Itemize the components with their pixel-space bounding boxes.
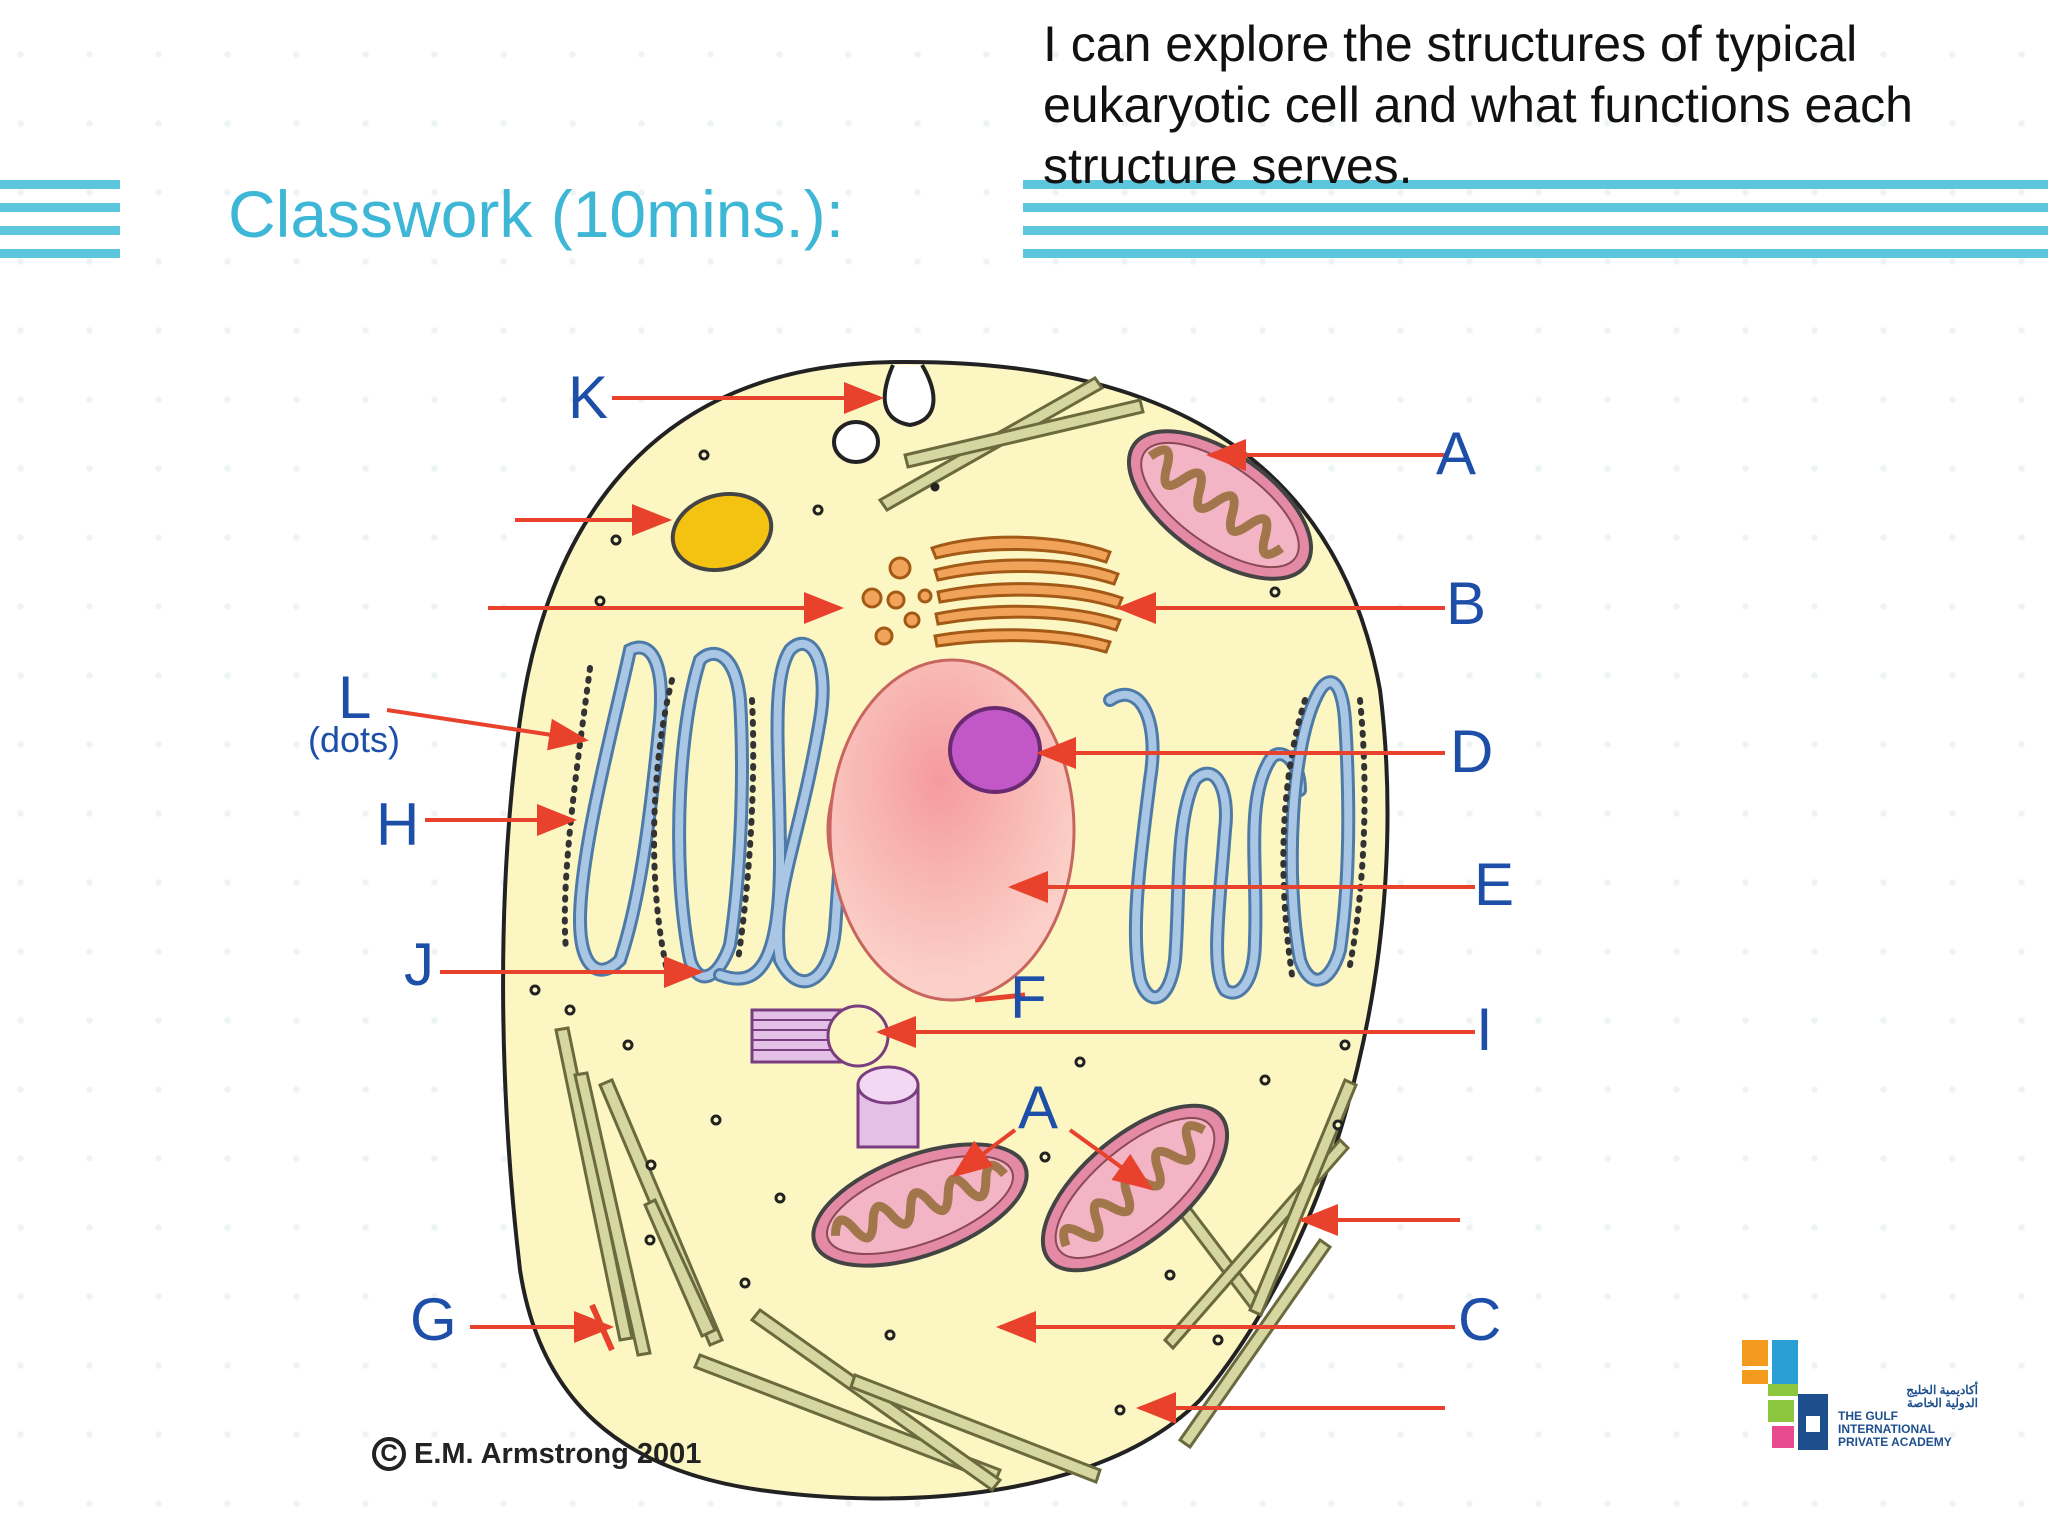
copyright-text: E.M. Armstrong 2001 [414, 1437, 702, 1470]
label-h: H [376, 791, 419, 858]
copyright-notice: C E.M. Armstrong 2001 [372, 1437, 701, 1471]
label-a-top: A [1436, 420, 1476, 487]
label-e: E [1474, 851, 1514, 918]
label-a-bottom: A [1018, 1074, 1058, 1141]
pinocytotic-vesicle [882, 363, 936, 428]
lysosome [670, 491, 774, 573]
rough-endoplasmic-reticulum-left [561, 640, 757, 984]
mitochondrion-top [1126, 429, 1314, 581]
cell-membrane-marker [589, 1303, 615, 1352]
label-d: D [1450, 718, 1493, 785]
smooth-endoplasmic-reticulum-right [1103, 687, 1307, 1005]
golgi-vesicles [861, 556, 933, 646]
logo-text: أكاديمية الخليج الدولية الخاصة THE GULF … [1838, 1383, 1978, 1449]
centrioles [750, 1004, 920, 1149]
label-g: G [410, 1286, 457, 1353]
golgi-apparatus [930, 535, 1124, 654]
label-c: C [1458, 1286, 1501, 1353]
learning-objective: I can explore the structures of typical … [1043, 16, 1913, 194]
cytoplasm-granules [529, 449, 1351, 1416]
nucleolus [948, 706, 1042, 794]
label-l-note: (dots) [308, 719, 400, 760]
label-j: J [404, 931, 434, 998]
label-l: L [338, 664, 371, 731]
pointer-arrows [386, 382, 1475, 1424]
left-header-stripes [0, 180, 120, 260]
vacuole [832, 420, 880, 464]
label-b: B [1446, 570, 1486, 637]
label-f: F [1010, 964, 1047, 1031]
right-header-stripes [1023, 180, 2048, 260]
smooth-endoplasmic-reticulum-left [713, 637, 847, 989]
school-logo: أكاديمية الخليج الدولية الخاصة THE GULF … [1742, 1336, 1982, 1466]
logo-mark-icon [1742, 1340, 1828, 1450]
rough-endoplasmic-reticulum-right [1280, 675, 1368, 987]
label-i: I [1476, 996, 1493, 1063]
copyright-icon: C [372, 1437, 406, 1471]
nuclear-pore [974, 992, 1026, 1003]
page-title: Classwork (10mins.): [228, 177, 845, 251]
label-k: K [568, 364, 608, 431]
nucleus-envelope [828, 658, 1076, 1002]
